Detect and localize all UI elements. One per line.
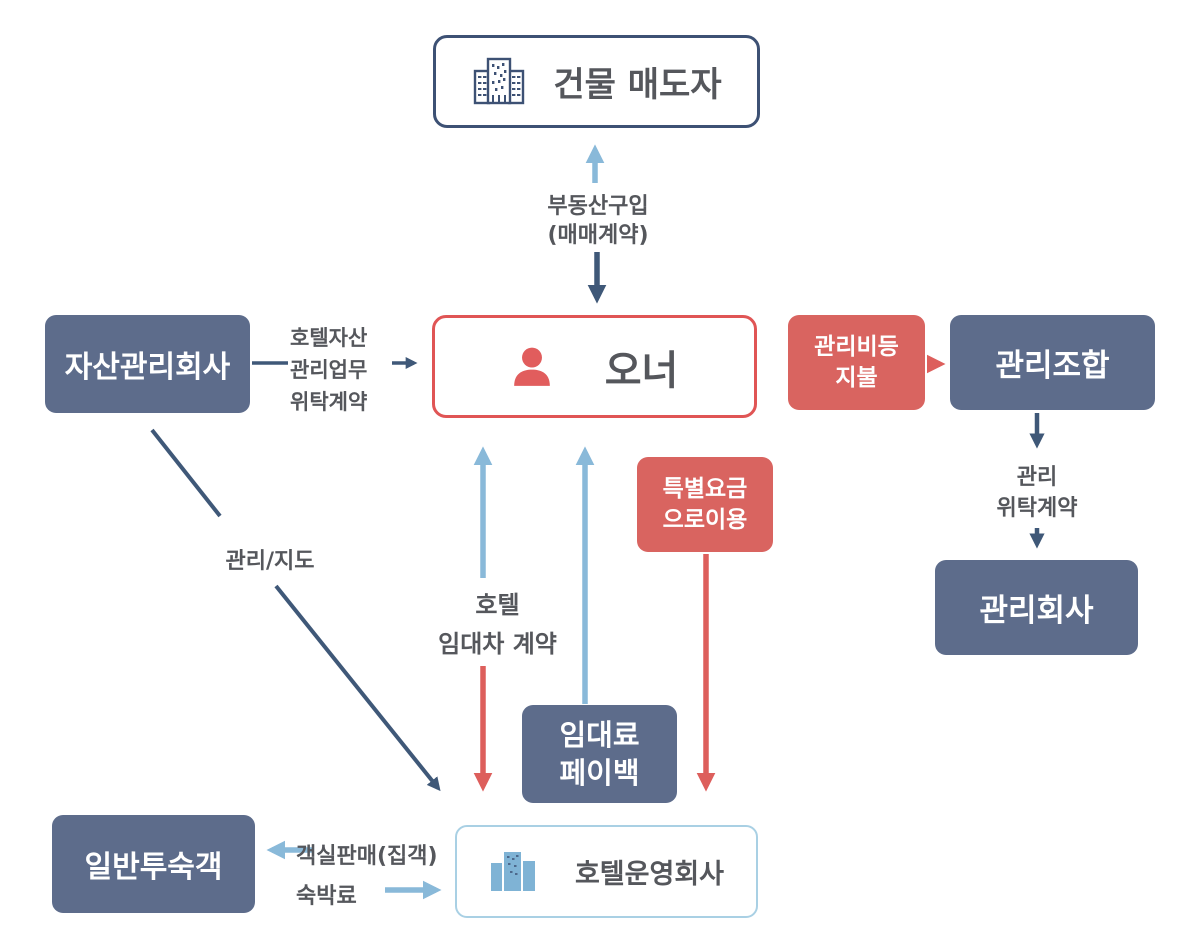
- edge-label-hotel-lease: 호텔 임대차 계약: [420, 586, 575, 664]
- edge-label-asset-contract: 호텔자산 관리업무 위탁계약: [290, 322, 400, 418]
- line-guidance-upper: [150, 428, 222, 518]
- node-owner: 오너: [432, 315, 757, 418]
- person-icon: [511, 346, 553, 388]
- edge-label-management-contract: 관리 위탁계약: [977, 462, 1097, 524]
- node-label-line: 특별요금: [662, 475, 748, 502]
- node-rent-payback: 임대료 페이백: [522, 705, 677, 803]
- arrow-guidance-to-operator: [274, 584, 441, 792]
- node-label-line: 관리비등: [814, 333, 899, 360]
- edge-label-line: 관리/지도: [225, 549, 315, 574]
- building-filled-icon: [489, 850, 537, 894]
- node-asset-management: 자산관리회사: [45, 315, 250, 413]
- node-special-rate: 특별요금 으로이용: [637, 457, 773, 552]
- edge-label-line: 관리업무: [290, 358, 368, 382]
- node-general-guests: 일반투숙객: [52, 815, 255, 913]
- edge-label-line: 숙박료: [296, 884, 357, 909]
- node-hotel-operator: 호텔운영회사: [455, 825, 758, 918]
- edge-label-management-guidance: 관리/지도: [205, 543, 335, 575]
- node-management-fee: 관리비등 지불: [788, 315, 925, 410]
- node-management-company: 관리회사: [935, 560, 1138, 655]
- edge-label-room-sales: 객실판매(집객): [296, 838, 466, 870]
- building-outline-icon: [471, 56, 527, 108]
- node-label-line: 페이백: [559, 756, 640, 790]
- node-label: 호텔운영회사: [574, 859, 725, 890]
- node-label: 관리회사: [979, 593, 1094, 629]
- edge-label-line: 임대차 계약: [438, 630, 557, 658]
- node-label: 건물 매도자: [553, 65, 722, 105]
- node-label: 관리조합: [995, 348, 1110, 384]
- edge-label-purchase: 부동산구입 (매매계약): [518, 192, 678, 250]
- node-management-association: 관리조합: [950, 315, 1155, 410]
- edge-label-line: 위탁계약: [996, 496, 1078, 521]
- node-label-line: 지불: [835, 364, 878, 391]
- node-building-seller: 건물 매도자: [433, 35, 760, 128]
- node-label-line: 임대료: [559, 718, 640, 752]
- edge-label-line: (매매계약): [547, 223, 649, 248]
- edge-label-line: 위탁계약: [290, 390, 368, 414]
- edge-label-line: 객실판매(집객): [296, 844, 438, 869]
- edge-label-line: 부동산구입: [547, 194, 649, 219]
- edge-label-line: 호텔자산: [290, 326, 368, 350]
- node-label: 자산관리회사: [64, 350, 231, 385]
- node-label: 일반투숙객: [84, 850, 223, 885]
- node-label: 오너: [604, 347, 679, 394]
- edge-label-line: 관리: [1016, 465, 1058, 490]
- edge-label-line: 호텔: [475, 591, 520, 619]
- edge-label-lodging-fee: 숙박료: [296, 878, 406, 910]
- node-label-line: 으로이용: [662, 506, 748, 533]
